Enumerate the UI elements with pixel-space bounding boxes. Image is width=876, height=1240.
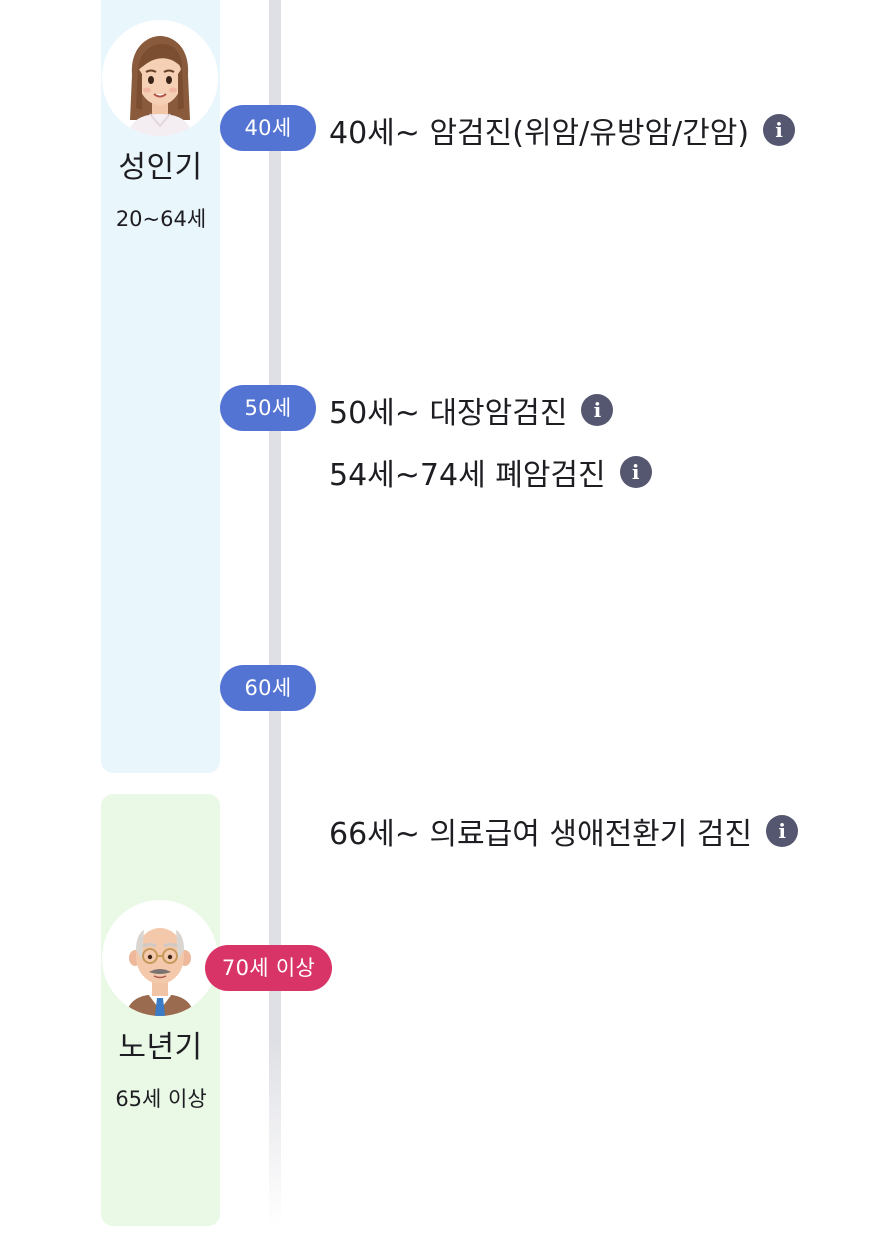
info-icon[interactable]: i [619,456,652,488]
timeline-line [269,0,281,1225]
stage-title-senior: 노년기 [118,1030,203,1065]
info-icon[interactable]: i [581,394,614,426]
exam-item-lung-54: 54세~74세 폐암검진 i [329,452,652,493]
elderly-man-avatar-icon [102,900,218,1016]
age-marker-60: 60세 [220,665,316,711]
exam-label: 40세~ 암검진(위암/유방암/간암) [329,116,750,151]
stage-range-senior: 65세 이상 [115,1087,207,1111]
stage-title-adult: 성인기 [118,150,203,185]
exam-label: 66세~ 의료급여 생애전환기 검진 [329,817,753,852]
info-icon[interactable]: i [763,114,796,146]
age-marker-50: 50세 [220,385,316,431]
info-icon[interactable]: i [766,815,799,847]
exam-label: 54세~74세 폐암검진 [329,458,606,493]
exam-item-transition-66: 66세~ 의료급여 생애전환기 검진 i [329,811,799,852]
exam-item-cancer-40: 40세~ 암검진(위암/유방암/간암) i [329,110,796,151]
age-marker-70-plus: 70세 이상 [205,945,332,991]
exam-label: 50세~ 대장암검진 [329,396,568,431]
stage-range-adult: 20~64세 [115,207,207,231]
exam-item-colon-50: 50세~ 대장암검진 i [329,390,614,431]
age-marker-40: 40세 [220,105,316,151]
woman-avatar-icon [102,20,218,136]
